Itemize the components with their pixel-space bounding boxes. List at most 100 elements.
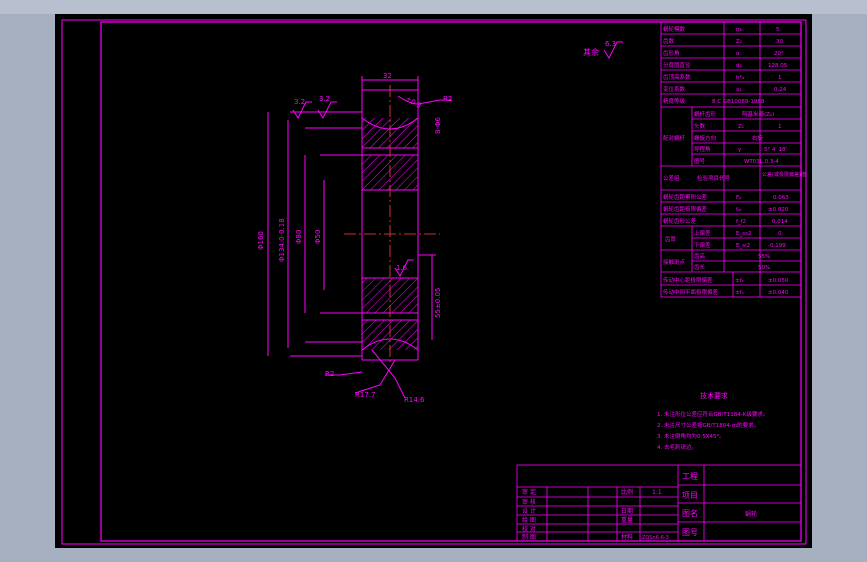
contact-val: 50% xyxy=(758,265,770,271)
face-lines xyxy=(361,90,419,360)
title-block xyxy=(516,464,802,542)
tail-label: 传动中间平面极限偏差 xyxy=(663,288,719,296)
dimension-texts: 32 R2 R2 R17.7 R14.6 Φ160 Φ134.0-0.18 Φ8… xyxy=(257,72,452,404)
param-sym: x₂ xyxy=(736,87,741,93)
dim-bore-dia-text: Φ50 xyxy=(314,230,322,244)
leader-r2-bottom xyxy=(325,371,363,376)
check-sym: Fₚ xyxy=(736,195,742,201)
title-block-text: 工程 项目 图名 蜗轮 图号 审 定 审 核 设 计 绘 图 校 对 制 图 比… xyxy=(522,472,757,541)
param-table-frame xyxy=(660,21,802,298)
tb-material-label: 材料 xyxy=(621,533,633,541)
check-val: 0.014 xyxy=(772,219,788,225)
leader-r14 xyxy=(371,349,406,399)
param-val: 1 xyxy=(778,75,782,81)
tb-drawing-name: 蜗轮 xyxy=(745,510,757,518)
check-label: 蜗轮齿距累积公差 xyxy=(663,193,708,201)
dim-root-dia-text: Φ134.0-0.18 xyxy=(278,218,286,262)
leader-r2-top xyxy=(417,99,452,105)
tb-left-label: 校 对 xyxy=(522,525,536,533)
param-label: 齿顶高系数 xyxy=(663,73,691,81)
check-val: 0.063 xyxy=(773,195,789,201)
tb-left-label: 审 核 xyxy=(522,498,536,506)
check-sym: fₚₜ xyxy=(736,207,742,213)
rough-sym-bore xyxy=(394,259,414,278)
rough-rest-label: 其余 xyxy=(583,47,599,57)
param-label: 分度圆直径 xyxy=(663,61,691,69)
param-val: 128.05 xyxy=(768,63,788,69)
throat-arc-bottom xyxy=(361,338,419,351)
check-label: 蜗轮齿距极限偏差 xyxy=(663,205,708,213)
note-item: 3. 未注倒角均为0.5X45°。 xyxy=(657,432,725,440)
pair-val: 1 xyxy=(778,124,782,130)
viewport-top-strip xyxy=(0,0,867,14)
thick-val: 0 xyxy=(778,231,782,237)
rough-sym-rest xyxy=(603,41,623,60)
ext-hub xyxy=(320,154,362,314)
drawing-canvas[interactable]: 32 R2 R2 R17.7 R14.6 Φ160 Φ134.0-0.18 Φ8… xyxy=(55,14,812,548)
dim-r17-text: R17.7 xyxy=(355,391,375,399)
dim-tol-text: ±0.3 xyxy=(404,95,423,110)
pair-label: 蜗杆齿形 xyxy=(694,110,717,118)
param-table xyxy=(660,21,802,298)
tb-left-label: 制 图 xyxy=(522,533,536,541)
thick-label: 上偏差 xyxy=(694,229,711,237)
pair-sym: γ xyxy=(738,147,742,153)
notes-title: 技术要求 xyxy=(700,391,728,400)
dim-r14-text: R14.6 xyxy=(404,396,425,404)
check-header-a: 公差组 xyxy=(663,174,680,182)
tail-sym: ±fₐ xyxy=(735,278,744,284)
param-label: 蜗轮模数 xyxy=(663,25,686,33)
pair-label: 导程角 xyxy=(694,145,711,153)
pair-label: 图号 xyxy=(694,157,706,165)
pair-val: 右旋 xyxy=(752,134,764,142)
thick-sym: E_ss2 xyxy=(736,231,751,237)
param-val: 8 C GB10089-1988 xyxy=(712,99,765,105)
contact-val: 55% xyxy=(758,254,770,260)
check-sym: f_f2 xyxy=(736,219,746,225)
check-header-b: 检验项目代号 xyxy=(697,174,731,182)
tb-date-label: 日期 xyxy=(621,507,633,515)
pair-val: 阿基米德(Zₐ) xyxy=(742,110,774,118)
note-item: 4. 去毛刺锐边。 xyxy=(657,443,697,451)
note-item: 2. 未注尺寸公差按GB/T1804-m的要求。 xyxy=(657,421,759,429)
rough-bore-text: 1.6 xyxy=(396,264,408,272)
rough-left-text: 3.2 xyxy=(294,98,305,106)
param-sym: α xyxy=(736,51,740,57)
pair-val: WT03L.0.3-4 xyxy=(744,159,779,165)
tb-weight-label: 重量 xyxy=(621,516,633,524)
param-val: 0.24 xyxy=(774,87,787,93)
param-sym: Z₂ xyxy=(736,39,742,45)
drawing-svg: 32 R2 R2 R17.7 R14.6 Φ160 Φ134.0-0.18 Φ8… xyxy=(61,19,807,545)
tb-left-label: 设 计 xyxy=(522,507,536,515)
param-label: 变位系数 xyxy=(663,85,686,93)
tb-ratio-label: 比例 xyxy=(621,488,633,496)
param-val: 5 xyxy=(776,27,780,33)
contact-label: 齿长 xyxy=(694,263,706,271)
dim-hub-dia-text: Φ80 xyxy=(295,230,303,244)
dim-r2-top-text: R2 xyxy=(443,95,452,103)
param-sym: d₂ xyxy=(736,63,742,69)
dim-key-text: 8-Φ6 xyxy=(434,117,442,134)
dim-width-text: 32 xyxy=(383,72,392,80)
angle-arc xyxy=(397,95,419,105)
contact-label: 齿高 xyxy=(694,252,706,260)
param-table-text: 蜗轮模数 mₙ 5 齿数 Z₂ 30 齿形角 α 20° 分度圆直径 d₂ 12… xyxy=(663,25,806,296)
contact-group-label: 接触斑点 xyxy=(663,258,686,266)
leader-r17 xyxy=(354,359,396,394)
param-label: 齿形角 xyxy=(663,49,680,57)
thick-sym: E_si2 xyxy=(736,243,750,249)
tail-val: ±0.050 xyxy=(768,278,789,284)
tb-drawing-no-label: 图号 xyxy=(682,528,698,537)
param-sym: mₙ xyxy=(736,27,744,33)
pair-label: 螺旋方向 xyxy=(694,134,716,142)
rough-sym-right-face xyxy=(317,101,337,120)
pair-group-label: 配对蜗杆 xyxy=(663,134,686,142)
tail-sym: ±fₓ xyxy=(735,290,745,296)
ext-root xyxy=(305,127,362,343)
param-sym: h*ₐ xyxy=(736,75,744,81)
technical-notes: 技术要求 1. 未注形位公差应符合GB/T1184-K级要求。 2. 未注尺寸公… xyxy=(657,391,768,451)
dim-r2-bottom-text: R2 xyxy=(325,370,334,378)
rough-rest-value: 6.3 xyxy=(605,40,616,48)
tb-item-label: 项目 xyxy=(682,491,698,500)
